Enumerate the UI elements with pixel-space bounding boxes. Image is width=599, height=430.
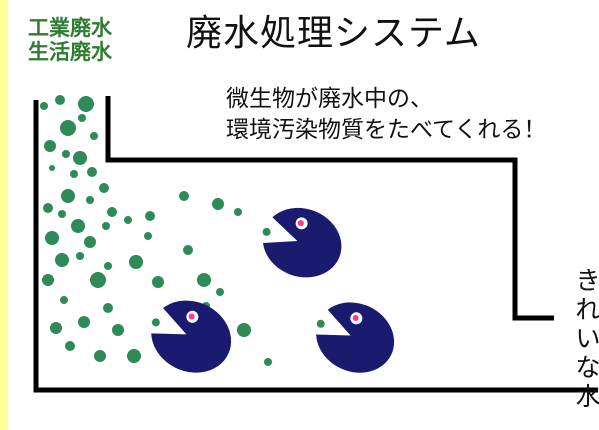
- pollutant-particle: [183, 245, 193, 255]
- pollutant-particle: [234, 208, 242, 216]
- description-line-2: 環境汚染物質をたべてくれる！: [226, 117, 547, 143]
- pollutant-particle: [55, 253, 69, 267]
- pollutant-being-eaten: [151, 318, 160, 327]
- outlet-char: な: [575, 353, 599, 382]
- pollutant-particle: [102, 222, 110, 230]
- pollutant-particle: [71, 219, 85, 233]
- outlet-char: 水: [575, 382, 599, 411]
- pollutant-particle: [129, 255, 143, 269]
- pollutant-particle: [42, 274, 54, 286]
- pollutant-particle: [73, 151, 87, 165]
- pollutant-particle: [49, 165, 55, 171]
- pollutant-particle: [107, 207, 117, 217]
- pollutant-particle: [90, 272, 106, 288]
- description-line-1: 微生物が廃水中の、: [226, 86, 433, 112]
- pollutant-particle: [76, 252, 84, 260]
- microbe-pupil: [297, 220, 304, 227]
- pollutant-particle: [50, 322, 62, 334]
- pollutant-particle: [99, 183, 109, 193]
- microbe-body: [316, 302, 395, 373]
- pollutant-particle: [112, 324, 124, 336]
- microbe: [316, 302, 395, 373]
- pollutant-particle: [40, 102, 48, 110]
- microbe-body: [262, 207, 342, 278]
- pollutant-particle: [179, 191, 189, 201]
- industrial-wastewater-label: 工業廃水: [28, 16, 112, 40]
- pollutant-being-eaten: [262, 227, 271, 236]
- microbe-pupil: [352, 314, 359, 321]
- description: 微生物が廃水中の、 環境汚染物質をたべてくれる！: [226, 84, 546, 146]
- inflow-label: 工業廃水 生活廃水: [28, 16, 112, 64]
- tank-left-wall-and-floor: [33, 100, 598, 393]
- pollutant-particle: [84, 236, 96, 248]
- pollutant-particles: [40, 95, 272, 366]
- pollutant-particle: [145, 211, 155, 221]
- pollutant-particle: [60, 120, 76, 136]
- pollutant-particle: [44, 140, 56, 152]
- tank-outline: [33, 96, 598, 393]
- pollutant-particle: [87, 167, 97, 177]
- page-title: 廃水処理システム: [186, 13, 481, 54]
- outlet-char: い: [575, 324, 599, 353]
- pollutant-particle: [104, 262, 112, 270]
- pollutant-particle: [78, 96, 94, 112]
- pollutant-particle: [144, 232, 152, 240]
- pollutant-particle: [60, 296, 68, 304]
- pollutant-particle: [61, 189, 75, 203]
- pollutant-particle: [216, 288, 224, 296]
- pollutant-particle: [43, 203, 53, 213]
- pollutant-particle: [103, 303, 113, 313]
- pollutant-particle: [197, 273, 211, 287]
- pollutant-particle: [65, 341, 75, 351]
- tank-right-wall-and-outlet: [105, 96, 554, 321]
- pollutant-particle: [127, 349, 141, 363]
- pollutant-particle: [264, 358, 272, 366]
- pollutant-particle: [78, 114, 86, 122]
- pollutant-particle: [62, 150, 70, 158]
- diagram-canvas: 工業廃水 生活廃水 廃水処理システム 微生物が廃水中の、 環境汚染物質をたべてく…: [8, 0, 599, 430]
- pollutant-particle: [70, 170, 78, 178]
- pollutant-particle: [86, 196, 94, 204]
- pollutant-particle: [152, 276, 164, 288]
- microbe-body: [151, 300, 232, 373]
- pollutant-particle: [78, 316, 90, 328]
- microbe: [262, 207, 342, 278]
- pollutant-particle: [58, 210, 66, 218]
- pollutant-particle: [124, 216, 132, 224]
- pollutant-particle: [212, 198, 224, 210]
- pollutant-particle: [237, 323, 251, 337]
- microbes: [151, 207, 395, 373]
- outlet-char: れ: [575, 295, 599, 324]
- pollutant-particle: [90, 132, 98, 140]
- pollutant-particle: [55, 95, 65, 105]
- microbe-pupil: [188, 313, 195, 320]
- domestic-wastewater-label: 生活廃水: [28, 40, 112, 64]
- treatment-diagram: [33, 95, 598, 393]
- pollutant-particle: [94, 350, 106, 362]
- pollutant-particle: [45, 231, 59, 245]
- outlet-char: き: [575, 266, 599, 295]
- pollutant-being-eaten: [316, 319, 325, 328]
- outlet-label: き れ い な 水: [574, 266, 599, 411]
- microbe: [151, 300, 232, 373]
